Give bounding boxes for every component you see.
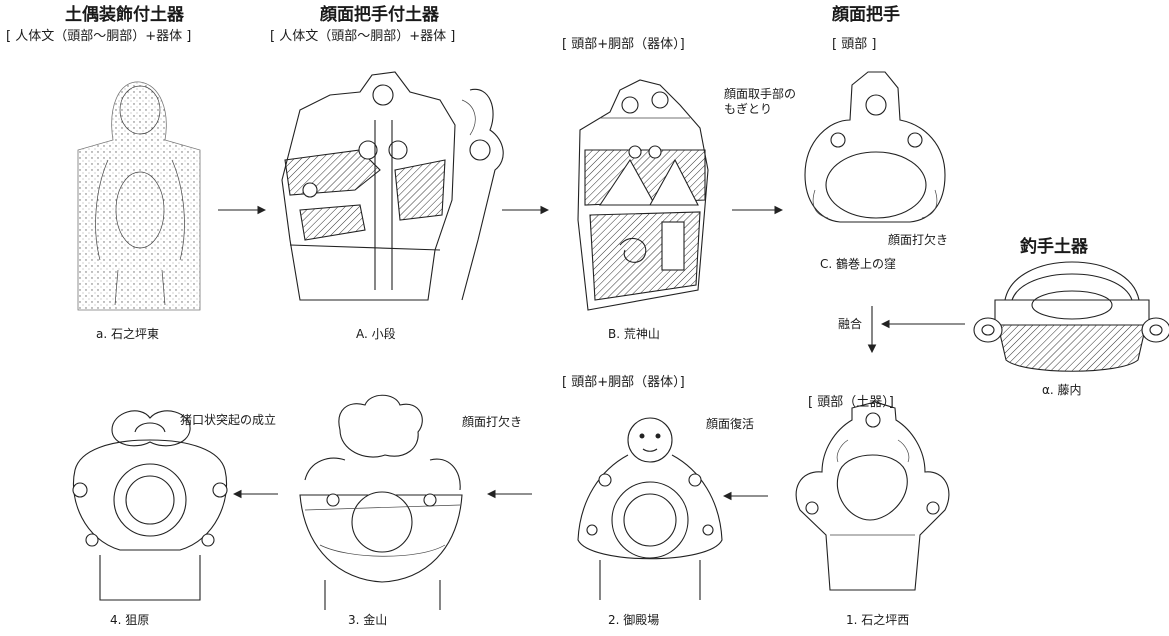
note-mogitori-2: もぎとり [724, 102, 773, 116]
flow-arrows [218, 205, 965, 501]
note-mogitori-1: 顔面取手部の [724, 87, 797, 101]
caption-a: a. 石之坪東 [96, 327, 159, 341]
bottom-sub-1: [ 頭部（土器）] [808, 395, 894, 410]
note-ganmen-uchikaki-2: 顔面打欠き [462, 415, 523, 429]
header-col3-sub: [ 頭部+胴部（器体）] [562, 37, 685, 52]
note-ganmen-uchikaki-1: 顔面打欠き [888, 233, 949, 247]
note-ganmen-fukkatsu: 顔面復活 [706, 417, 755, 431]
figure-C-tsurumaki [804, 71, 946, 223]
header-col1-title: 土偶装飾付土器 [65, 5, 184, 25]
figure-4-sohara [72, 410, 228, 601]
header-col2-title: 顔面把手付土器 [320, 5, 439, 25]
caption-B: B. 荒神山 [608, 327, 660, 341]
caption-3: 3. 金山 [348, 613, 388, 627]
caption-alpha: α. 藤内 [1042, 383, 1082, 397]
header-col4-title: 顔面把手 [832, 5, 900, 25]
header-col2-sub: [ 人体文（頭部〜胴部）+器体 ] [270, 29, 456, 44]
header-col1-sub: [ 人体文（頭部〜胴部）+器体 ] [6, 29, 192, 44]
figure-alpha-tounai [973, 261, 1169, 372]
header-col4-sub: [ 頭部 ] [832, 37, 877, 52]
figure-B-koujinyama [577, 79, 709, 311]
note-inokuchi: 猪口状突起の成立 [180, 413, 277, 427]
bottom-sub-2: [ 頭部+胴部（器体）] [562, 375, 685, 390]
caption-C: C. 鶴巻上の窪 [820, 257, 897, 271]
caption-A: A. 小段 [356, 327, 396, 341]
caption-1: 1. 石之坪西 [846, 613, 910, 627]
figure-A-kodan [281, 71, 504, 301]
note-yugo: 融合 [838, 317, 863, 331]
caption-2: 2. 御殿場 [608, 613, 660, 627]
figure-2-gotenba [577, 417, 723, 600]
figure-3-kanayama [299, 394, 463, 610]
figure-1-ishinotsubo-nishi [795, 401, 950, 591]
header-tsurite-title: 釣手土器 [1020, 237, 1088, 257]
figure-a-ishinotsubo-higashi [77, 81, 201, 311]
caption-4: 4. 狙原 [110, 613, 150, 627]
